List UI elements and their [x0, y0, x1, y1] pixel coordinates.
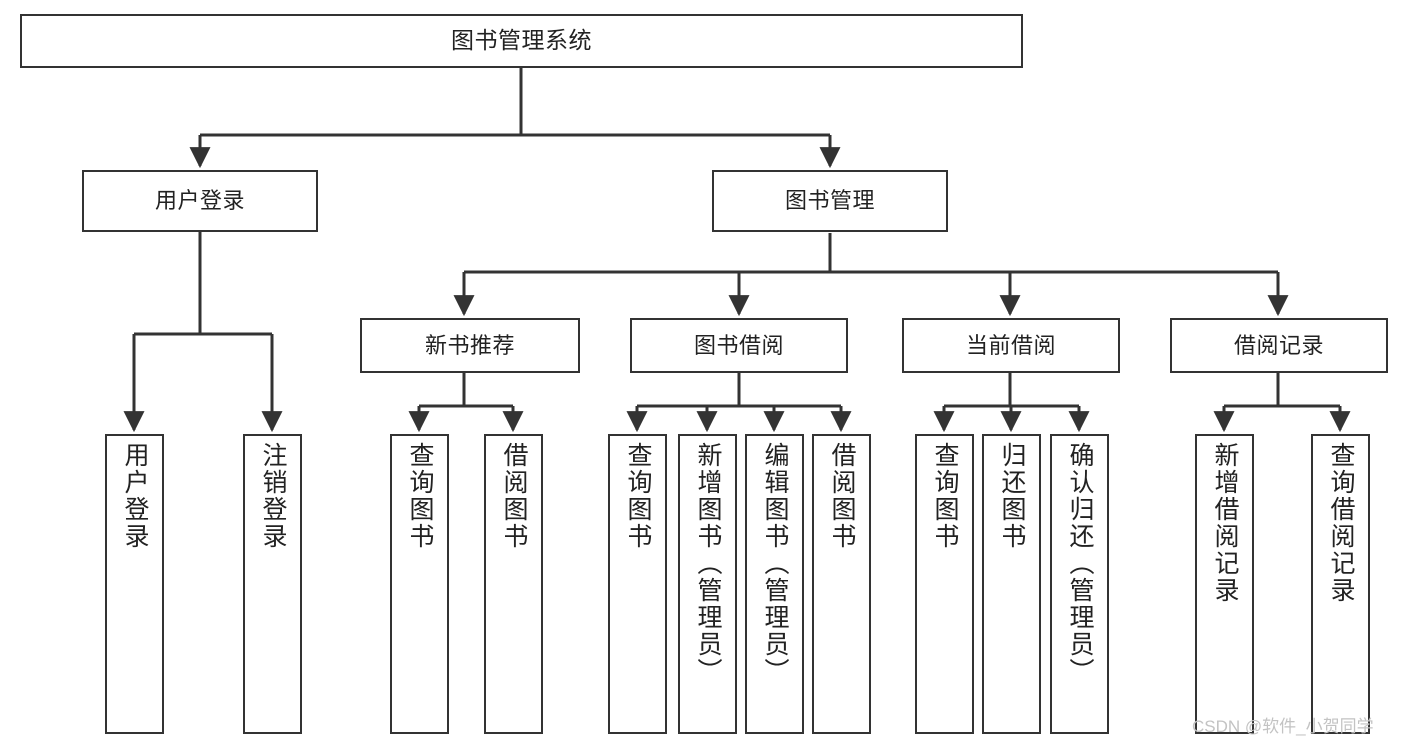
node-user-login[interactable]: 用户登录 — [82, 170, 318, 232]
node-leaf-query-book-2[interactable]: 查询图书 — [608, 434, 667, 734]
node-label: 借阅图书 — [828, 442, 856, 550]
node-leaf-borrow-book-2[interactable]: 借阅图书 — [812, 434, 871, 734]
node-leaf-confirm-return[interactable]: 确认归还（管理员） — [1050, 434, 1109, 734]
node-label: 用户登录 — [121, 442, 149, 550]
node-label: 归还图书 — [998, 442, 1026, 550]
node-borrow-record[interactable]: 借阅记录 — [1170, 318, 1388, 373]
node-book-manage[interactable]: 图书管理 — [712, 170, 948, 232]
node-leaf-add-book[interactable]: 新增图书（管理员） — [678, 434, 737, 734]
node-leaf-add-record[interactable]: 新增借阅记录 — [1195, 434, 1254, 734]
node-label: 新增图书（管理员） — [694, 442, 722, 685]
node-label: 用户登录 — [154, 188, 245, 214]
node-leaf-query-book-1[interactable]: 查询图书 — [390, 434, 449, 734]
node-leaf-query-book-3[interactable]: 查询图书 — [915, 434, 974, 734]
node-label: 查询图书 — [931, 442, 959, 550]
watermark-text: CSDN @软件_小贺同学 — [1192, 717, 1374, 736]
node-label: 图书管理系统 — [451, 27, 592, 54]
node-leaf-logout-login[interactable]: 注销登录 — [243, 434, 302, 734]
node-leaf-query-record[interactable]: 查询借阅记录 — [1311, 434, 1370, 734]
node-label: 注销登录 — [259, 442, 287, 550]
node-label: 图书管理 — [784, 188, 875, 214]
node-label: 新书推荐 — [424, 332, 515, 358]
node-label: 查询图书 — [406, 442, 434, 550]
node-label: 图书借阅 — [693, 332, 784, 358]
node-leaf-user-login[interactable]: 用户登录 — [105, 434, 164, 734]
node-new-book-recommend[interactable]: 新书推荐 — [360, 318, 580, 373]
node-label: 编辑图书（管理员） — [761, 442, 789, 685]
node-label: 查询借阅记录 — [1327, 442, 1355, 604]
node-current-borrow[interactable]: 当前借阅 — [902, 318, 1120, 373]
node-leaf-return-book[interactable]: 归还图书 — [982, 434, 1041, 734]
node-label: 当前借阅 — [965, 332, 1056, 358]
node-leaf-borrow-book-1[interactable]: 借阅图书 — [484, 434, 543, 734]
node-label: 确认归还（管理员） — [1066, 442, 1094, 685]
node-label: 查询图书 — [624, 442, 652, 550]
node-label: 新增借阅记录 — [1211, 442, 1239, 604]
node-book-borrow[interactable]: 图书借阅 — [630, 318, 848, 373]
node-root-system[interactable]: 图书管理系统 — [20, 14, 1023, 68]
node-leaf-edit-book[interactable]: 编辑图书（管理员） — [745, 434, 804, 734]
node-label: 借阅记录 — [1233, 332, 1324, 358]
node-label: 借阅图书 — [500, 442, 528, 550]
